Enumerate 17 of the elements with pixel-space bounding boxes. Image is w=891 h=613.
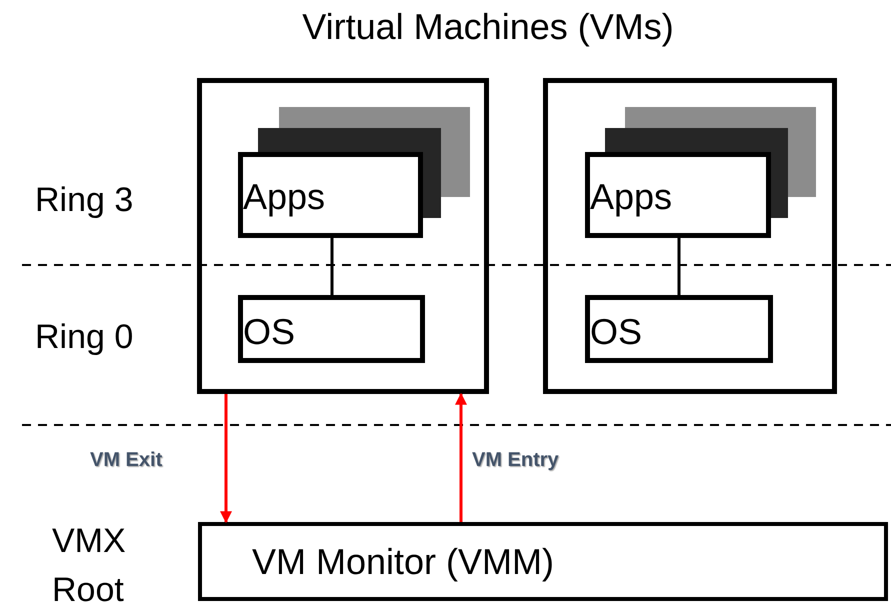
- row-label: Ring 0: [35, 317, 134, 358]
- row-label: VMX Root: [52, 521, 127, 612]
- title: Virtual Machines (VMs): [301, 6, 675, 48]
- layer-box: [238, 152, 423, 238]
- box-label: OS: [243, 314, 296, 350]
- box-label: OS: [590, 314, 642, 350]
- box-label: Apps: [590, 179, 672, 215]
- vm-box: [197, 78, 489, 394]
- layer-box: [238, 295, 425, 363]
- layer-box: [585, 152, 771, 238]
- row-label: Ring 3: [35, 180, 134, 221]
- vm-box: [543, 78, 837, 394]
- monitor-box: [198, 522, 888, 601]
- box-label: VM Monitor (VMM): [252, 544, 554, 580]
- box-label: Apps: [243, 179, 326, 215]
- layer-box: [585, 295, 773, 363]
- edge-label: VM Entry: [472, 449, 559, 472]
